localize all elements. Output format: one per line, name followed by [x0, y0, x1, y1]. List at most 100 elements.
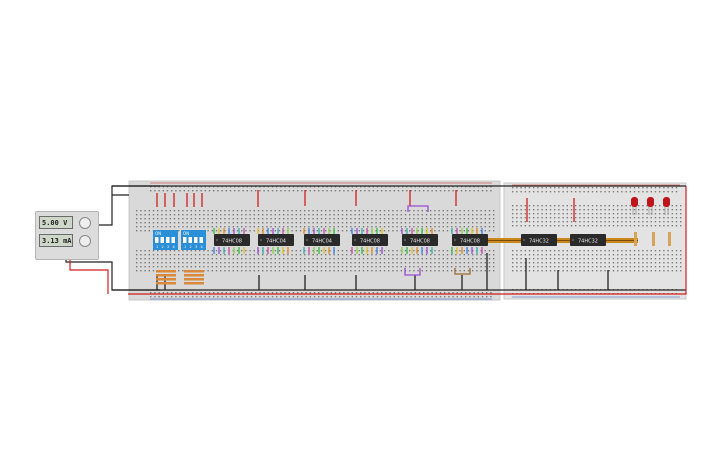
- resistor[interactable]: [184, 274, 204, 277]
- hole: [430, 270, 432, 272]
- hole: [625, 225, 627, 227]
- ic-chip[interactable]: 74HC08: [452, 234, 488, 246]
- hole: [554, 213, 556, 215]
- hole: [312, 218, 314, 220]
- hole: [575, 254, 577, 256]
- dip-toggle[interactable]: [188, 237, 193, 243]
- hole: [207, 226, 209, 228]
- hole: [140, 266, 142, 268]
- dip-toggle[interactable]: [199, 237, 204, 243]
- hole: [435, 190, 437, 192]
- loop-wire[interactable]: [407, 205, 429, 212]
- hole: [182, 250, 184, 252]
- hole: [541, 191, 543, 193]
- hole: [148, 230, 150, 232]
- hole: [650, 187, 652, 189]
- wire[interactable]: [69, 252, 109, 294]
- hole: [169, 226, 171, 228]
- dip-toggle[interactable]: [155, 237, 159, 243]
- hole: [161, 254, 163, 256]
- resistor[interactable]: [156, 274, 176, 277]
- current-knob-icon[interactable]: [79, 235, 91, 247]
- ic-chip[interactable]: 74HC04: [258, 234, 294, 246]
- dip-pin-label: 2: [162, 245, 164, 249]
- hole: [537, 254, 539, 256]
- chip-label: 74HC08: [410, 239, 430, 245]
- hole: [187, 190, 190, 192]
- hole: [304, 222, 306, 224]
- hole: [659, 250, 661, 252]
- hole: [625, 191, 627, 193]
- ic-chip[interactable]: 74HC08: [352, 234, 388, 246]
- hole: [409, 262, 411, 264]
- hole: [203, 258, 205, 260]
- resistor[interactable]: [652, 232, 655, 246]
- ic-chip[interactable]: 74HC08: [214, 234, 250, 246]
- hole: [608, 225, 610, 227]
- chip-body: [258, 234, 294, 246]
- hole: [360, 186, 362, 188]
- resistor[interactable]: [184, 282, 204, 285]
- hole: [229, 190, 232, 192]
- hole: [448, 190, 450, 192]
- hole: [516, 205, 518, 207]
- hole: [430, 226, 432, 228]
- hole: [477, 190, 479, 192]
- hole: [423, 190, 425, 192]
- hole: [431, 292, 433, 294]
- resistor[interactable]: [634, 232, 637, 246]
- resistor[interactable]: [184, 278, 204, 281]
- ic-chip[interactable]: 74HC32: [521, 234, 557, 246]
- led[interactable]: [647, 197, 654, 207]
- hole: [663, 217, 665, 219]
- hole: [484, 226, 486, 228]
- ic-chip[interactable]: 74HC04: [304, 234, 340, 246]
- wire[interactable]: [500, 186, 687, 295]
- hole: [558, 258, 560, 260]
- dip-toggle[interactable]: [166, 237, 170, 243]
- hole: [533, 221, 535, 223]
- hole: [591, 187, 594, 189]
- hole: [533, 254, 535, 256]
- dip-toggle[interactable]: [160, 237, 165, 243]
- hole: [409, 210, 411, 212]
- hole: [524, 209, 526, 211]
- hole: [304, 262, 306, 264]
- hole: [144, 266, 146, 268]
- hole: [341, 230, 344, 232]
- hole: [562, 209, 564, 211]
- hole: [150, 190, 152, 192]
- hole: [444, 190, 446, 192]
- ic-chip[interactable]: 74HC08: [402, 234, 438, 246]
- resistor[interactable]: [156, 270, 176, 273]
- hole: [575, 213, 577, 215]
- voltage-knob-icon[interactable]: [79, 217, 91, 229]
- hole: [266, 226, 268, 228]
- loop-wire[interactable]: [454, 268, 471, 275]
- dip-toggle[interactable]: [183, 237, 187, 243]
- hole: [304, 210, 306, 212]
- hole: [459, 254, 461, 256]
- hole: [463, 218, 465, 220]
- resistor[interactable]: [668, 232, 671, 246]
- hole: [431, 296, 433, 298]
- ic-chip[interactable]: 74HC32: [570, 234, 606, 246]
- hole: [480, 266, 482, 268]
- resistor[interactable]: [156, 278, 176, 281]
- resistor[interactable]: [184, 270, 204, 273]
- hole: [629, 221, 631, 223]
- dip-toggle[interactable]: [171, 237, 176, 243]
- resistor[interactable]: [156, 282, 176, 285]
- hole: [337, 218, 339, 220]
- led[interactable]: [663, 197, 670, 207]
- dip-toggle[interactable]: [194, 237, 198, 243]
- hole: [421, 266, 423, 268]
- loop-wire[interactable]: [404, 268, 421, 276]
- hole: [249, 210, 251, 212]
- power-supply[interactable]: 5.00 V 3.13 mA: [35, 211, 99, 260]
- hole: [528, 205, 531, 207]
- hole: [381, 292, 383, 294]
- led[interactable]: [631, 197, 638, 207]
